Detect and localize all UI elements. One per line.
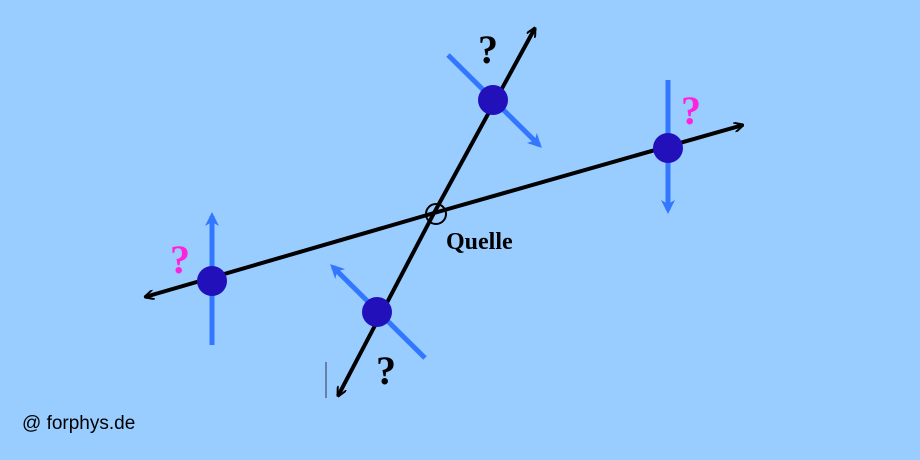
question-mark-left: ? [170, 237, 190, 282]
question-mark-right: ? [681, 88, 701, 133]
propagation-line-diagonal [432, 28, 537, 214]
question-mark-top: ? [478, 27, 498, 72]
particle-bottom [362, 297, 392, 327]
source-point [425, 203, 447, 225]
particle-left [197, 266, 227, 296]
credit-text: @ forphys.de [22, 413, 136, 434]
propagation-line-horizontal [433, 125, 743, 215]
source-label: Quelle [446, 229, 513, 255]
particle-right [653, 133, 683, 163]
propagation-line-horizontal-back [145, 211, 435, 297]
particle-top [478, 85, 508, 115]
question-mark-bottom: ? [376, 348, 396, 393]
